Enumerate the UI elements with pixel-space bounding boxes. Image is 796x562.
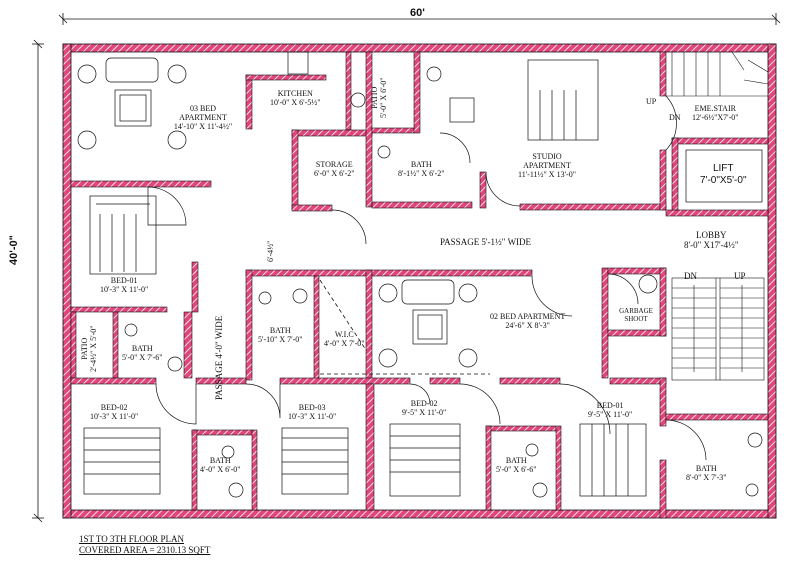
room-name: BATH — [410, 160, 432, 169]
caption-plan-title: 1ST TO 3TH FLOOR PLAN — [79, 534, 185, 544]
room-name: STUDIO APARTMENT — [523, 152, 571, 170]
room-size: 9'-5" X 11'-0" — [402, 408, 447, 417]
room-size: 2'-4½" X 5'-0" — [89, 325, 98, 372]
interior-walls — [70, 51, 769, 519]
room-size: 6'-0" X 6'-2" — [314, 169, 355, 178]
room-name: BED-01 — [110, 276, 138, 285]
room-size: 11'-11½" X 13'-0" — [518, 170, 576, 179]
room-size: 5'-0" X 6'-0" — [379, 77, 388, 118]
room-size: 24'-6" X 8'-3" — [505, 321, 550, 330]
room-name: BATH — [269, 326, 291, 335]
room-size: 10'-3" X 11'-0" — [100, 285, 149, 294]
room-size: 12'-6½"X7'-0" — [692, 113, 739, 122]
emergency-stair-up-label: UP — [646, 97, 657, 106]
room-name: BED-01 — [596, 401, 624, 410]
room-name: BATH — [209, 456, 231, 465]
room-size: 5'-0" X 6'-6" — [496, 465, 537, 474]
stair-dn-label: DN — [684, 271, 697, 281]
room-name: BATH — [505, 456, 527, 465]
room-name: BATH — [131, 344, 153, 353]
room-name: PATIO — [370, 86, 379, 109]
room-size: 14'-10" X 11'-4½" — [173, 122, 233, 131]
main-stair — [671, 277, 765, 381]
room-name: KITCHEN — [277, 89, 313, 98]
passage-main: PASSAGE 5'-1½" WIDE — [440, 237, 532, 247]
room-name: BED-02 — [410, 399, 438, 408]
door-swings — [147, 95, 707, 461]
room-size: 5'-0" X 7'-6" — [122, 353, 163, 362]
dimension-lines — [32, 13, 781, 523]
depth-dimension: 40'-0" — [8, 235, 20, 265]
width-dimension: 60' — [410, 7, 425, 19]
room-size: 8'-1½" X 6'-2" — [398, 169, 445, 178]
room-size: 9'-5" X 11'-0" — [588, 410, 633, 419]
room-name: W.I.C — [334, 330, 354, 339]
room-name: STORAGE — [315, 160, 353, 169]
room-name: 03 BED APARTMENT — [179, 104, 227, 122]
lift-shaft — [685, 149, 763, 203]
garbage-chute-icon — [638, 274, 658, 294]
room-name: BED-02 — [100, 403, 128, 412]
room-size: 10'-3" X 11'-0" — [90, 412, 139, 421]
caption-covered-area: COVERED AREA = 2310.13 SQFT — [79, 545, 211, 555]
room-name: BED-03 — [298, 403, 326, 412]
dashed-separators — [319, 279, 490, 375]
room-name: LOBBY — [696, 230, 727, 240]
room-garbage-shoot: GARBAGE SHOOT — [614, 307, 658, 323]
room-name: BATH — [695, 464, 717, 473]
room-size: 4'-0" X 7'-0" — [324, 339, 365, 348]
room-size: 8'-0" X 7'-3" — [686, 473, 727, 482]
passage-vertical: PASSAGE 4'-0" WIDE — [214, 315, 224, 400]
emergency-stair-dn-label: DN — [669, 113, 681, 122]
room-name: GARBAGE SHOOT — [619, 307, 653, 323]
room-size: 4'-0" X 6'-0" — [200, 465, 241, 474]
bed-furniture — [77, 57, 647, 497]
room-name: 02 BED APARTMENT — [490, 312, 566, 321]
room-size: 10'-3" X 11'-0" — [288, 412, 337, 421]
outer-walls — [62, 43, 777, 519]
depth-dimension-text: 40'-0" — [8, 235, 20, 265]
room-size: 5'-10" X 7'-0" — [258, 335, 303, 344]
room-size: 10'-0" X 6'-5½" — [270, 98, 321, 107]
bath-fixtures — [124, 51, 763, 498]
room-name: PATIO — [80, 337, 89, 360]
emergency-stair — [666, 51, 769, 97]
room-size: 7'-0"X5'-0" — [700, 175, 747, 186]
passage-small-dimension: 6'-4½" — [266, 240, 275, 262]
room-size: 8'-0" X17'-4½" — [684, 240, 739, 250]
room-name: LIFT — [712, 163, 734, 174]
room-name: EME.STAIR — [694, 104, 736, 113]
stair-up-label: UP — [734, 271, 746, 281]
